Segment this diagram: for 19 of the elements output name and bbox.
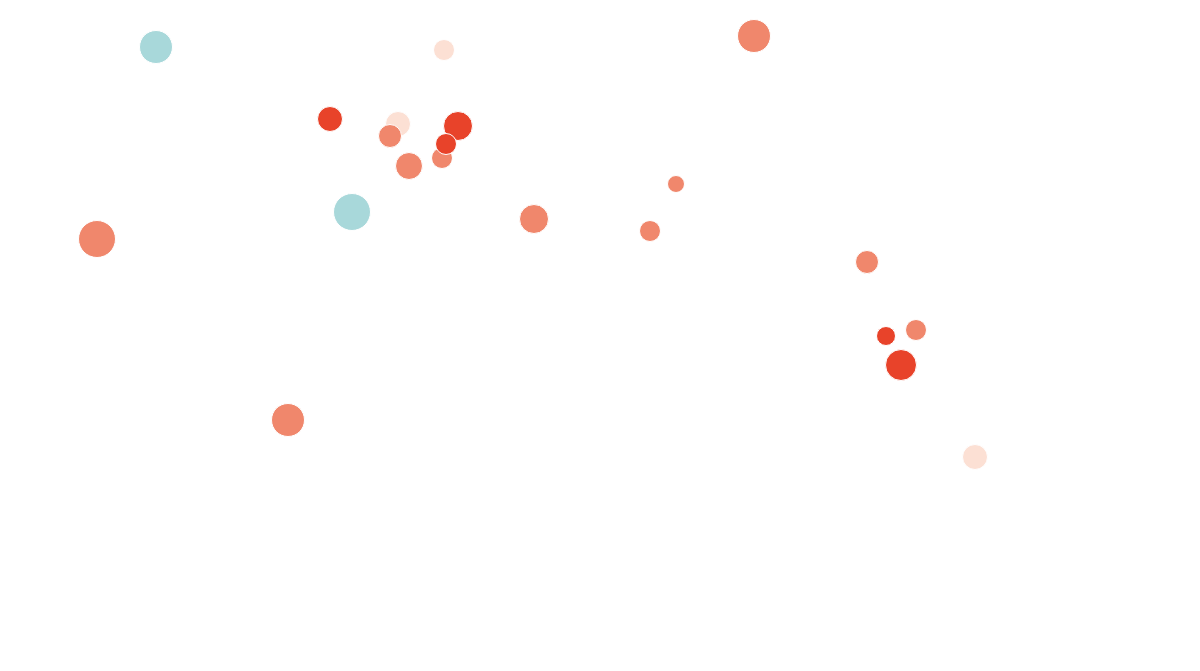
bubble <box>876 326 896 346</box>
bubble <box>905 319 927 341</box>
bubble <box>885 349 917 381</box>
bubble <box>271 403 305 437</box>
bubble <box>639 220 661 242</box>
bubble <box>139 30 173 64</box>
bubble <box>433 39 455 61</box>
bubble <box>317 106 343 132</box>
bubble <box>435 133 457 155</box>
bubble <box>443 111 473 141</box>
bubble <box>378 124 402 148</box>
bubble <box>962 444 988 470</box>
bubble <box>855 250 879 274</box>
bubble <box>737 19 771 53</box>
bubble <box>78 220 116 258</box>
bubble <box>519 204 549 234</box>
bubble <box>395 152 423 180</box>
bubble <box>333 193 371 231</box>
bubble <box>667 175 685 193</box>
